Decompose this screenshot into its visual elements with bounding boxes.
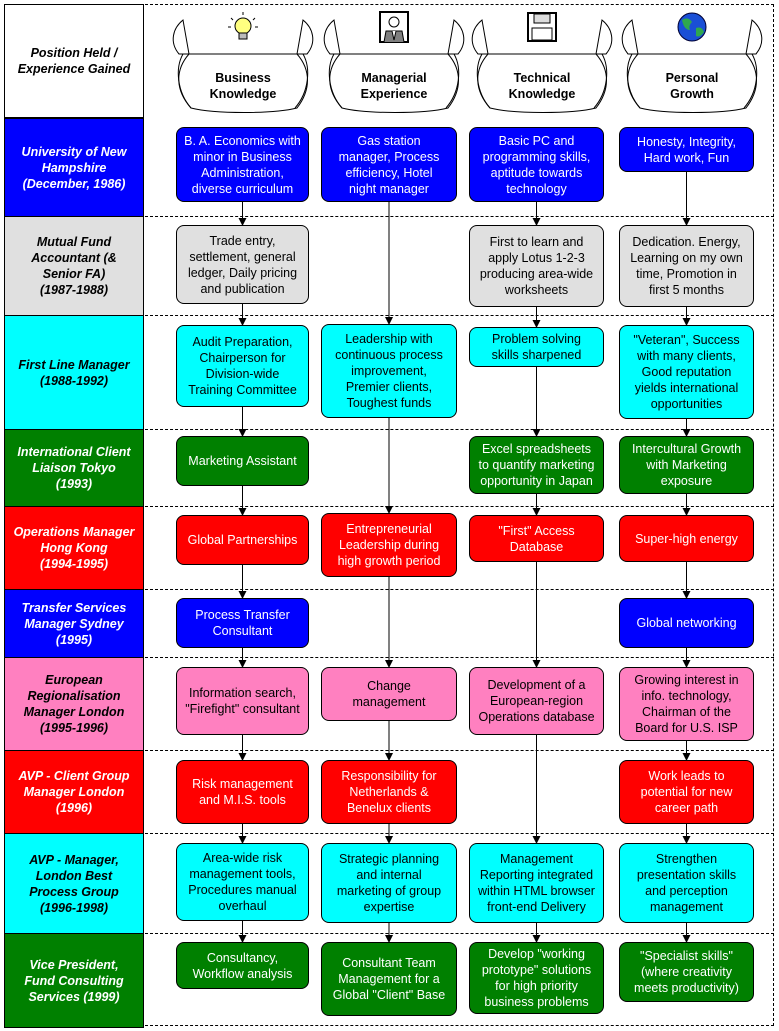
column-header-label: Personal Growth [665, 71, 719, 101]
experience-box: Management Reporting integrated within H… [469, 843, 604, 923]
row-separator [145, 429, 774, 430]
experience-box: Work leads to potential for new career p… [619, 760, 754, 824]
experience-box: Global Partnerships [176, 515, 309, 565]
column-header-label: Technical Knowledge [508, 71, 576, 101]
experience-box: Entrepreneurial Leadership during high g… [321, 513, 457, 577]
position-label: Transfer Services Manager Sydney (1995) [4, 589, 144, 658]
row-separator [145, 657, 774, 658]
lightbulb-icon [228, 12, 258, 40]
position-label: AVP - Manager, London Best Process Group… [4, 833, 144, 934]
experience-box: Problem solving skills sharpened [469, 327, 604, 367]
experience-box: Super-high energy [619, 515, 754, 562]
position-label: International Client Liaison Tokyo (1993… [4, 429, 144, 507]
experience-box: Growing interest in info. technology, Ch… [619, 667, 754, 741]
row-separator [145, 589, 774, 590]
column-banner [621, 19, 763, 113]
experience-box: Dedication. Energy, Learning on my own t… [619, 225, 754, 307]
position-label: First Line Manager (1988-1992) [4, 315, 144, 430]
experience-box: Gas station manager, Process efficiency,… [321, 127, 457, 202]
experience-box: Change management [321, 667, 457, 721]
experience-box: Responsibility for Netherlands & Benelux… [321, 760, 457, 824]
floppy-disk-icon [527, 12, 557, 42]
experience-box: Marketing Assistant [176, 436, 309, 486]
experience-box: B. A. Economics with minor in Business A… [176, 127, 309, 202]
row-separator [145, 933, 774, 934]
column-header-label: Business Knowledge [209, 71, 277, 101]
column-banner [323, 19, 465, 113]
experience-box: "Specialist skills" (where creativity me… [619, 942, 754, 1002]
experience-box: Area-wide risk management tools, Procedu… [176, 843, 309, 921]
experience-box: Excel spreadsheets to quantify marketing… [469, 436, 604, 494]
experience-box: Risk management and M.I.S. tools [176, 760, 309, 824]
position-label: European Regionalisation Manager London … [4, 657, 144, 751]
position-label: University of New Hampshire (December, 1… [4, 118, 144, 217]
corner-label: Position Held / Experience Gained [4, 4, 144, 118]
experience-box: Intercultural Growth with Marketing expo… [619, 436, 754, 494]
experience-box: "Veteran", Success with many clients, Go… [619, 325, 754, 419]
column-header-label: Managerial Experience [360, 71, 428, 101]
position-label: AVP - Client Group Manager London (1996) [4, 750, 144, 834]
row-separator [145, 506, 774, 507]
experience-box: Strengthen presentation skills and perce… [619, 843, 754, 923]
row-separator [145, 315, 774, 316]
experience-box: "First" Access Database [469, 515, 604, 562]
row-separator [145, 833, 774, 834]
experience-box: Consultant Team Management for a Global … [321, 942, 457, 1016]
manager-portrait-icon [379, 11, 409, 43]
experience-box: Global networking [619, 598, 754, 648]
position-label: Operations Manager Hong Kong (1994-1995) [4, 506, 144, 590]
row-separator [145, 750, 774, 751]
experience-box: Audit Preparation, Chairperson for Divis… [176, 325, 309, 407]
experience-box: Basic PC and programming skills, aptitud… [469, 127, 604, 202]
row-separator [145, 216, 774, 217]
experience-box: Development of a European-region Operati… [469, 667, 604, 735]
experience-box: First to learn and apply Lotus 1-2-3 pro… [469, 225, 604, 307]
experience-box: Information search, "Firefight" consulta… [176, 667, 309, 735]
experience-box: Trade entry, settlement, general ledger,… [176, 225, 309, 304]
position-label: Mutual Fund Accountant (& Senior FA) (19… [4, 216, 144, 316]
experience-box: Process Transfer Consultant [176, 598, 309, 648]
experience-box: Leadership with continuous process impro… [321, 324, 457, 418]
experience-box: Develop "working prototype" solutions fo… [469, 942, 604, 1014]
column-banner [471, 19, 613, 113]
globe-icon [677, 12, 707, 42]
column-banner [172, 19, 314, 113]
position-label: Vice President, Fund Consulting Services… [4, 933, 144, 1028]
experience-box: Strategic planning and internal marketin… [321, 843, 457, 923]
experience-box: Honesty, Integrity, Hard work, Fun [619, 127, 754, 172]
chart-border [145, 4, 774, 1026]
experience-box: Consultancy, Workflow analysis [176, 942, 309, 989]
